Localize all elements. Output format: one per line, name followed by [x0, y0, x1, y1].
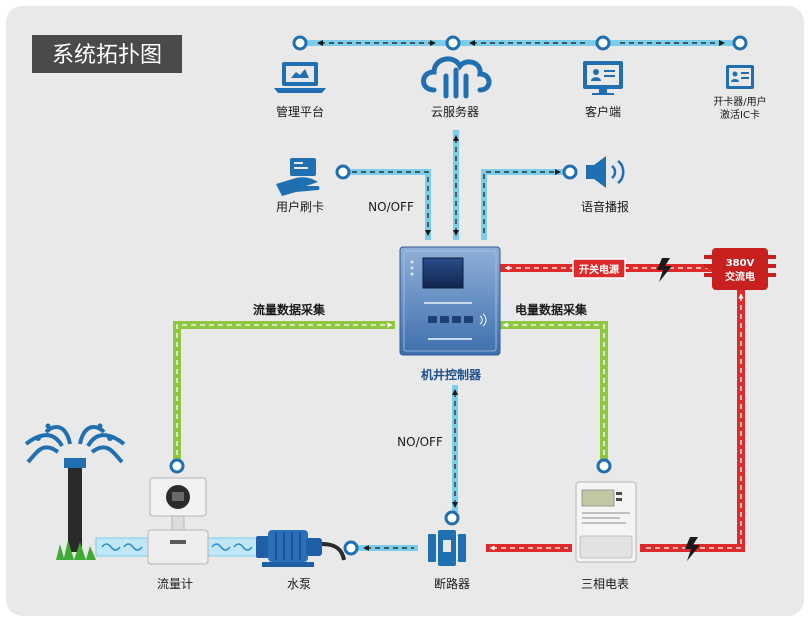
- link-flowmeter-controller: [173, 321, 395, 460]
- lightning-icon: [685, 537, 700, 561]
- link-onoff-bottom-label: NO/OFF: [397, 435, 443, 449]
- switch-power-label: 开关电源: [579, 263, 619, 276]
- card-issuer-label-line2: 激活IC卡: [720, 108, 760, 121]
- circuit-breaker-label: 断路器: [434, 576, 470, 591]
- flow-meter-label: 流量计: [157, 577, 193, 591]
- well-controller-label: 机井控制器: [421, 367, 482, 382]
- user-card-swipe-label: 用户刷卡: [276, 199, 324, 214]
- connection-dots: [169, 35, 748, 556]
- speaker-icon: [586, 156, 625, 188]
- lightning-icon: [657, 258, 672, 282]
- link-meter-controller: [500, 321, 608, 460]
- flow-collection-label: 流量数据采集: [253, 302, 326, 317]
- card-issuer-icon: [726, 65, 754, 89]
- link-controller-voice: [481, 169, 566, 240]
- power-collection-label: 电量数据采集: [515, 302, 588, 317]
- water-pump-device: [256, 530, 346, 567]
- link-cardswipe-controller: [348, 169, 431, 240]
- water-pump-label: 水泵: [287, 577, 311, 591]
- blue-links: [305, 40, 735, 551]
- three-phase-meter-label: 三相电表: [581, 577, 629, 591]
- card-swipe-hand-icon: [276, 158, 320, 196]
- green-links: [173, 321, 608, 460]
- flow-meter-device: [147, 477, 209, 565]
- card-issuer-label-line1: 开卡器/用户: [713, 95, 766, 108]
- water-sprinkler-icon: [24, 423, 126, 560]
- power-380v-chip: 380V 交流电: [704, 248, 776, 290]
- client-monitor-icon: [583, 61, 623, 95]
- switch-power-box: 开关电源: [572, 258, 626, 279]
- water-pipe: [95, 537, 259, 557]
- three-phase-meter-device: [575, 481, 637, 563]
- well-controller-device: [399, 246, 501, 356]
- title-box: 系统拓扑图: [32, 35, 182, 73]
- cloud-server-icon: [421, 56, 492, 99]
- circuit-breaker-icon: [428, 530, 466, 566]
- power-380v-line2: 交流电: [725, 270, 755, 283]
- link-onoff-top-label: NO/OFF: [368, 200, 414, 214]
- power-380v-line1: 380V: [726, 258, 755, 269]
- cloud-server-label: 云服务器: [431, 104, 479, 119]
- laptop-icon: [274, 62, 326, 93]
- client-label: 客户端: [585, 104, 621, 119]
- diagram-title: 系统拓扑图: [52, 43, 162, 68]
- voice-broadcast-label: 语音播报: [581, 199, 629, 214]
- link-meter-380v: [640, 290, 745, 552]
- management-platform-label: 管理平台: [276, 104, 324, 119]
